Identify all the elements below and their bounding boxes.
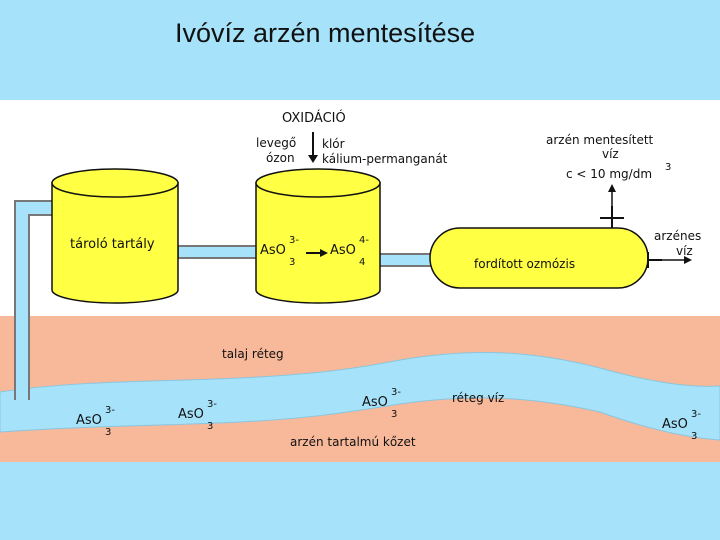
- groundwater-layer: [0, 351, 720, 441]
- oxidant-arrow: [308, 132, 318, 163]
- svg-text:AsO: AsO: [330, 243, 356, 258]
- purified-water-label-2: víz: [602, 147, 619, 161]
- svg-text:3: 3: [691, 431, 697, 442]
- svg-text:3: 3: [391, 409, 397, 420]
- purified-water-outlet: [600, 184, 624, 228]
- concentration-label: c < 10 mg/dm: [566, 167, 652, 181]
- svg-text:AsO: AsO: [178, 407, 204, 422]
- soil-layer-label: talaj réteg: [222, 347, 284, 361]
- well-pipe: [16, 202, 58, 400]
- oxidation-tank: [255, 168, 381, 304]
- reaction-arrow: [306, 249, 328, 257]
- groundwater-label: réteg víz: [452, 391, 504, 405]
- svg-text:3: 3: [105, 427, 111, 438]
- ozone-label: ózon: [266, 151, 295, 165]
- connector-pipe-1: [177, 245, 259, 259]
- reverse-osmosis-label: fordított ozmózis: [474, 257, 575, 271]
- svg-text:3-: 3-: [289, 235, 299, 246]
- arsenic-water-label-1: arzénes: [654, 229, 701, 243]
- svg-text:3: 3: [207, 421, 213, 432]
- formula-arsenate-tank: AsO 4 4-: [330, 235, 369, 268]
- formula-arsenite-groundwater-4: AsO 3 3-: [662, 409, 701, 442]
- concentration-exponent: 3: [665, 162, 671, 173]
- formula-arsenite-groundwater-2: AsO 3 3-: [178, 399, 217, 432]
- slide-title: Ivóvíz arzén mentesítése: [175, 18, 476, 48]
- svg-text:AsO: AsO: [260, 243, 286, 258]
- oxidation-label: OXIDÁCIÓ: [282, 110, 346, 126]
- connector-pipe-2: [377, 253, 435, 267]
- permanganate-label: kálium-permanganát: [322, 152, 448, 166]
- purified-water-label-1: arzén mentesített: [546, 133, 654, 147]
- svg-text:3-: 3-: [207, 399, 217, 410]
- chlorine-label: klór: [322, 137, 345, 151]
- svg-text:3-: 3-: [691, 409, 701, 420]
- formula-arsenite-tank: AsO 3 3-: [260, 235, 299, 268]
- formula-arsenite-groundwater-3: AsO 3 3-: [362, 387, 401, 420]
- svg-text:3: 3: [289, 257, 295, 268]
- svg-text:AsO: AsO: [362, 395, 388, 410]
- arsenic-water-outlet: [647, 252, 692, 268]
- svg-text:4: 4: [359, 257, 365, 268]
- svg-text:AsO: AsO: [662, 417, 688, 432]
- storage-tank: [51, 168, 179, 304]
- svg-text:AsO: AsO: [76, 413, 102, 428]
- formula-arsenite-groundwater-1: AsO 3 3-: [76, 405, 115, 438]
- svg-text:3-: 3-: [391, 387, 401, 398]
- air-label: levegő: [256, 136, 296, 150]
- arsenic-water-label-2: víz: [676, 244, 693, 258]
- arsenic-rock-label: arzén tartalmú kőzet: [290, 435, 416, 449]
- storage-tank-label: tároló tartály: [70, 237, 155, 252]
- svg-text:3-: 3-: [105, 405, 115, 416]
- svg-text:4-: 4-: [359, 235, 369, 246]
